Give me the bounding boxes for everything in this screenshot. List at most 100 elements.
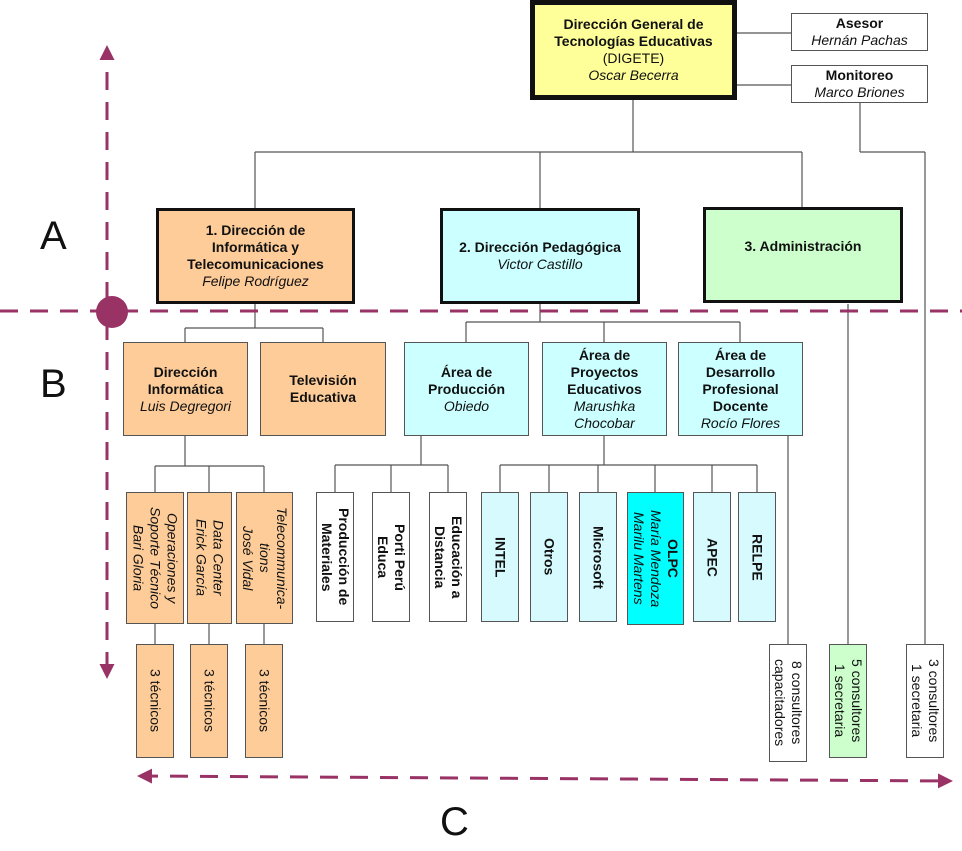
unit-title: Telecommunica-: [274, 506, 290, 610]
consultores-line: 8 consultores: [789, 661, 805, 745]
unit-microsoft-box[interactable]: Microsoft: [579, 492, 617, 622]
unit-person: Bari Gloria: [130, 524, 147, 592]
area-proyectos-educativos-box[interactable]: Área de Proyectos Educativos Marushka Ch…: [542, 342, 667, 436]
directorate-title: 2. Dirección Pedagógica: [459, 239, 621, 255]
root-person: Oscar Becerra: [588, 67, 679, 83]
area-person: Rocío Flores: [700, 414, 781, 431]
axis-origin-dot: [96, 296, 128, 328]
directorate-title: Informática y: [211, 239, 300, 255]
unit-person: Marilu Martens: [631, 512, 647, 605]
staff-asesor-box[interactable]: Asesor Hernán Pachas: [791, 13, 928, 51]
area-title: Dirección: [153, 363, 218, 380]
unit-title: Educa: [375, 535, 391, 578]
unit-intel-box[interactable]: INTEL: [481, 492, 519, 622]
unit-title: tions: [257, 543, 273, 573]
unit-apec-box[interactable]: APEC: [693, 492, 731, 622]
root-digete-box[interactable]: Dirección General de Tecnologías Educati…: [530, 0, 737, 100]
unit-title: Porti Perú: [392, 523, 408, 591]
unit-educacion-distancia-box[interactable]: Educación a Distancia: [429, 492, 467, 622]
staff-title: Asesor: [835, 15, 884, 31]
directorate-person: Victor Castillo: [497, 256, 583, 272]
staff-person: Hernán Pachas: [811, 32, 908, 48]
area-title: Educativos: [567, 380, 642, 397]
area-title: Informática: [147, 380, 224, 397]
unit-title: Materiales: [319, 522, 335, 592]
area-title: Producción: [427, 380, 505, 397]
unit-relpe-box[interactable]: RELPE: [738, 492, 776, 622]
unit-title: Distancia: [432, 525, 448, 589]
consultores-monitoreo-box[interactable]: 3 consultores 1 secretaria: [906, 644, 944, 758]
unit-porti-peru-educa-box[interactable]: Porti Perú Educa: [372, 492, 410, 622]
area-desarrollo-docente-box[interactable]: Área de Desarrollo Profesional Docente R…: [678, 342, 803, 436]
area-title: Área de: [714, 346, 767, 363]
unit-title: Otros: [541, 538, 558, 576]
root-title-line2: Tecnologías Educativas: [554, 33, 713, 49]
area-person: Chocobar: [574, 414, 635, 431]
directorate-title: 1. Dirección de: [205, 222, 306, 238]
tecnicos-box[interactable]: 3 técnicos: [136, 644, 174, 758]
unit-olpc-box[interactable]: OLPC María Mendoza Marilu Martens: [627, 492, 684, 625]
area-title: Área de: [440, 363, 493, 380]
root-acronym: (DIGETE): [602, 50, 665, 66]
unit-produccion-materiales-box[interactable]: Producción de Materiales: [316, 492, 354, 622]
area-person: Obiedo: [443, 397, 490, 414]
unit-person: María Mendoza: [648, 509, 664, 608]
directorate-title: Telecomunicaciones: [187, 256, 324, 272]
directorate-pedagogica-box[interactable]: 2. Dirección Pedagógica Victor Castillo: [440, 208, 640, 304]
area-title: Proyectos: [570, 363, 639, 380]
consultores-line: 3 consultores: [926, 659, 942, 743]
unit-title: Educación a: [449, 515, 465, 599]
unit-otros-box[interactable]: Otros: [530, 492, 568, 622]
root-title-line1: Dirección General de: [563, 16, 704, 32]
area-title: Educativa: [289, 389, 357, 405]
staff-monitoreo-box[interactable]: Monitoreo Marco Briones: [791, 65, 928, 103]
area-title: Docente: [712, 397, 769, 414]
consultores-administracion-box[interactable]: 5 consultores 1 secretaria: [829, 644, 867, 758]
directorate-title: 3. Administración: [744, 238, 862, 254]
unit-person: José Vidal: [240, 525, 256, 591]
area-direccion-informatica-box[interactable]: Dirección Informática Luis Degregori: [123, 342, 248, 436]
consultores-capacitadores-box[interactable]: 8 consultores capacitadores: [769, 644, 807, 762]
area-person: Luis Degregori: [139, 397, 232, 414]
unit-title: APEC: [704, 537, 721, 577]
area-television-educativa-box[interactable]: Televisión Educativa: [260, 342, 386, 436]
unit-person: Erick García: [193, 519, 210, 597]
unit-title: Data Center: [210, 520, 227, 596]
unit-data-center-box[interactable]: Data Center Erick García: [187, 492, 232, 624]
tecnicos-label: 3 técnicos: [256, 669, 273, 733]
directorate-administracion-box[interactable]: 3. Administración: [703, 207, 903, 303]
consultores-line: 1 secretaria: [909, 664, 925, 738]
zone-label-a: A: [40, 214, 67, 258]
connector-lines: [154, 32, 926, 644]
unit-title: Soporte Técnico: [147, 507, 164, 609]
directorate-informatica-box[interactable]: 1. Dirección de Informática y Telecomuni…: [156, 208, 355, 304]
tecnicos-box[interactable]: 3 técnicos: [190, 644, 228, 758]
unit-title: RELPE: [749, 533, 766, 581]
area-title: Desarrollo: [705, 363, 776, 380]
area-person: Marushka: [573, 397, 636, 414]
staff-person: Marco Briones: [814, 84, 905, 100]
zone-label-b: B: [40, 362, 67, 406]
unit-title: Microsoft: [590, 525, 607, 589]
staff-title: Monitoreo: [825, 67, 894, 83]
consultores-line: capacitadores: [772, 659, 788, 747]
horizontal-axis-arrow: [137, 768, 953, 789]
directorate-person: Felipe Rodríguez: [202, 273, 309, 289]
tecnicos-box[interactable]: 3 técnicos: [245, 644, 283, 758]
consultores-line: 5 consultores: [849, 659, 865, 743]
zone-label-c: C: [440, 800, 469, 844]
unit-title: OLPC: [665, 539, 681, 578]
consultores-line: 1 secretaria: [832, 664, 848, 738]
area-title: Televisión: [289, 372, 357, 388]
area-title: Área de: [578, 346, 631, 363]
area-produccion-box[interactable]: Área de Producción Obiedo: [404, 342, 529, 436]
tecnicos-label: 3 técnicos: [147, 669, 164, 733]
unit-title: INTEL: [492, 536, 509, 578]
area-title: Profesional: [702, 380, 779, 397]
unit-telecommunications-box[interactable]: Telecommunica- tions José Vidal: [236, 492, 293, 624]
unit-title: Operaciones y: [164, 512, 181, 604]
unit-title: Producción de: [336, 508, 352, 606]
unit-operaciones-soporte-box[interactable]: Operaciones y Soporte Técnico Bari Glori…: [126, 492, 184, 624]
tecnicos-label: 3 técnicos: [201, 669, 218, 733]
